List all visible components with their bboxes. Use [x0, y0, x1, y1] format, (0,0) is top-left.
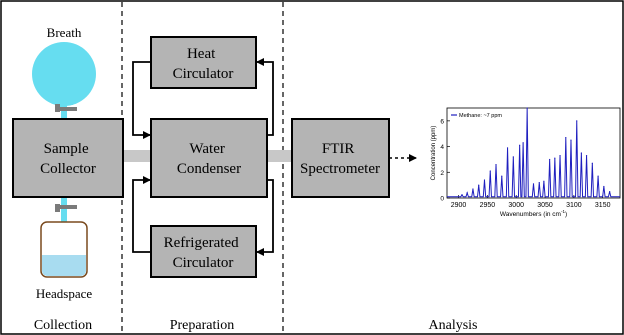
spectrum-peak: [466, 192, 468, 194]
x-axis-label-sup: -1: [561, 209, 565, 214]
x-tick-label: 3000: [508, 202, 524, 209]
spectrum-series-line: [447, 107, 620, 198]
spectrum-peak: [543, 180, 545, 182]
refrigerated-loop-arrows: [132, 176, 274, 256]
y-tick-label: 6: [440, 118, 444, 125]
spectrum-peak: [580, 152, 582, 154]
breath-label: Breath: [47, 25, 82, 40]
spectrum-peak: [522, 142, 524, 144]
spectrum-peak: [603, 185, 605, 188]
spectrum-peak: [519, 144, 521, 146]
headspace-vial: [40, 221, 88, 278]
y-tick-label: 2: [440, 170, 444, 177]
x-tick-label: 3100: [566, 202, 582, 209]
x-axis-label-end: ): [565, 211, 567, 218]
spectrum-peak: [585, 154, 588, 157]
x-tick-label: 3150: [595, 202, 611, 209]
plot-frame: [446, 107, 621, 199]
ftir-spectrometer-label: FTIR Spectrometer: [300, 141, 380, 177]
sample-collector-label: Sample Collector: [40, 141, 96, 177]
spectrum-peak: [461, 194, 463, 196]
heat-circulator-label: Heat Circulator: [173, 46, 234, 82]
spectrum-peak: [501, 175, 503, 177]
spectrum-peak: [597, 175, 599, 177]
tube-condenser-ftir: [267, 150, 293, 162]
refrigerated-circulator-label: Refrigerated Circulator: [164, 235, 243, 271]
valve-bottom-icon: [55, 204, 77, 212]
headspace-label: Headspace: [36, 286, 93, 301]
x-tick-label: 2950: [480, 202, 496, 209]
y-tick-label: 4: [440, 144, 444, 151]
methane-spectrum-chart: 2900 2950 3000 3050 3100 3150 0 2 4 6 Methane: ~7 …: [431, 107, 621, 218]
section-title-preparation: Preparation: [170, 318, 235, 333]
heat-loop-arrows: [132, 58, 274, 139]
ftir-spectrometer-box: [291, 118, 390, 198]
spectrum-peak: [570, 139, 572, 141]
sample-collector-box: [12, 118, 124, 198]
x-tick-label: 3050: [537, 202, 553, 209]
valve-top-icon: [55, 104, 77, 112]
spectrum-peak: [495, 163, 497, 166]
spectrum-peak: [483, 179, 486, 181]
spectrum-peak: [506, 147, 509, 149]
spectrum-peak: [478, 184, 480, 186]
spectrum-peak: [554, 157, 556, 159]
spectrum-peak: [489, 170, 491, 172]
headspace-line: [61, 197, 67, 223]
legend-label: Methane: ~7 ppm: [459, 113, 502, 119]
spectrum-peak: [538, 181, 540, 184]
y-tick-label: 0: [440, 196, 444, 203]
y-axis-label: Concentration (ppm): [431, 126, 437, 181]
spectrum-peak: [565, 136, 567, 139]
spectrum-peak: [512, 156, 514, 158]
water-condenser-box: [150, 118, 268, 198]
section-title-collection: Collection: [34, 318, 92, 333]
spectrum-peak: [532, 183, 535, 185]
x-axis-label: Wavenumbers (in cm-1): [500, 209, 567, 218]
spectrum-peak: [591, 162, 593, 164]
water-condenser-label: Water Condenser: [177, 141, 241, 177]
section-title-analysis: Analysis: [429, 318, 478, 333]
heat-circulator-box: [150, 36, 257, 89]
spectrum-peak: [559, 154, 561, 157]
spectrum-peak: [526, 107, 528, 109]
spectrum-peak: [549, 158, 551, 161]
spectrum-peak: [576, 120, 578, 122]
x-tick-label: 2900: [451, 202, 467, 209]
spectrum-peak: [609, 190, 611, 193]
tube-collector-condenser: [120, 150, 152, 162]
spectrum-peak: [472, 188, 474, 190]
